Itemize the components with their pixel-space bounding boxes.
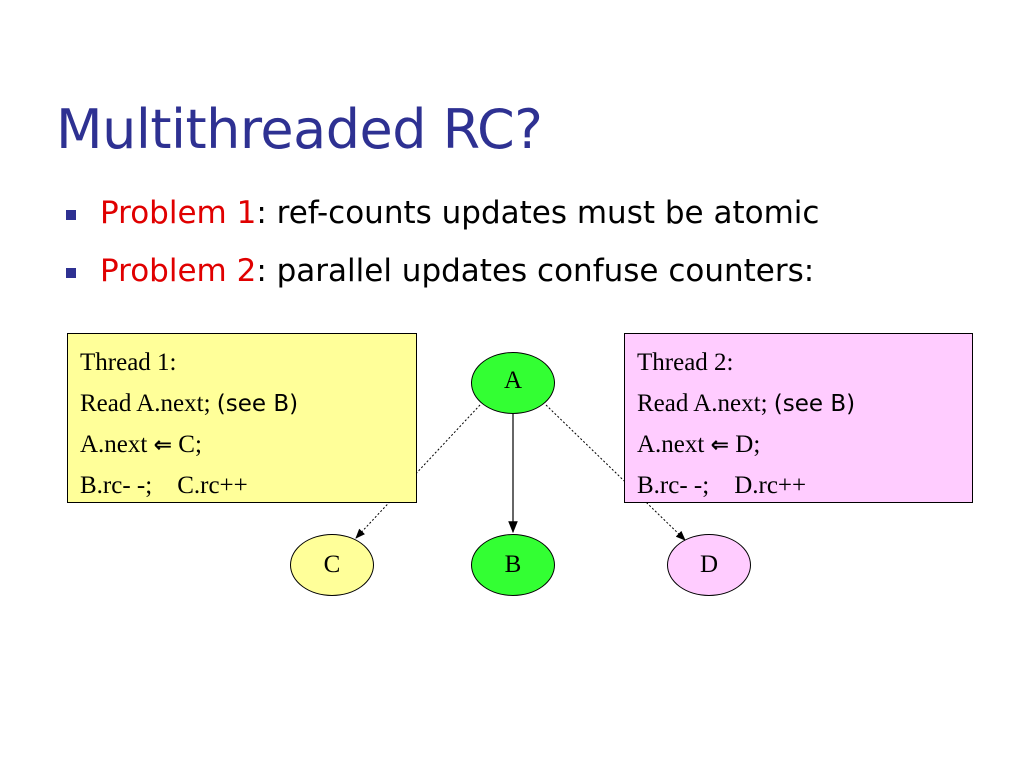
thread-1-see-b: (see B) <box>216 391 299 417</box>
left-arrow-icon: ⇐ <box>153 433 173 458</box>
edge-a-to-d <box>545 404 686 541</box>
thread-2-assign-line: A.next ⇐ D; <box>637 424 960 465</box>
thread-1-read-line: Read A.next; (see B) <box>80 383 404 424</box>
square-bullet-icon <box>66 210 76 220</box>
square-bullet-icon <box>66 268 76 278</box>
problem-2-text: : parallel updates confuse counters: <box>256 253 815 289</box>
thread-1-assign-target: C; <box>172 431 202 458</box>
thread-1-assign-line: A.next ⇐ C; <box>80 424 404 465</box>
thread-2-assign-text: A.next <box>637 431 711 458</box>
node-d: D <box>667 534 751 596</box>
thread-2-read-text: Read A.next; <box>637 390 774 417</box>
thread-2-read-line: Read A.next; (see B) <box>637 383 960 424</box>
left-arrow-icon: ⇐ <box>710 433 730 458</box>
problem-2-label: Problem 2 <box>100 253 257 289</box>
node-a: A <box>471 352 555 414</box>
thread-2-box: Thread 2: Read A.next; (see B) A.next ⇐ … <box>624 333 973 503</box>
slide-title: Multithreaded RC? <box>56 98 543 161</box>
problem-1-label: Problem 1 <box>100 195 257 231</box>
node-b: B <box>471 534 555 596</box>
thread-2-see-b: (see B) <box>773 391 856 417</box>
thread-1-heading: Thread 1: <box>80 349 177 376</box>
thread-1-assign-text: A.next <box>80 431 154 458</box>
problem-1-text: : ref-counts updates must be atomic <box>256 195 820 231</box>
node-c: C <box>290 534 374 596</box>
thread-1-box: Thread 1: Read A.next; (see B) A.next ⇐ … <box>67 333 417 503</box>
thread-1-rc-line: B.rc- -; C.rc++ <box>80 472 248 499</box>
thread-2-heading: Thread 2: <box>637 349 734 376</box>
thread-2-assign-target: D; <box>729 431 761 458</box>
thread-1-read-text: Read A.next; <box>80 390 217 417</box>
thread-2-rc-line: B.rc- -; D.rc++ <box>637 472 807 499</box>
